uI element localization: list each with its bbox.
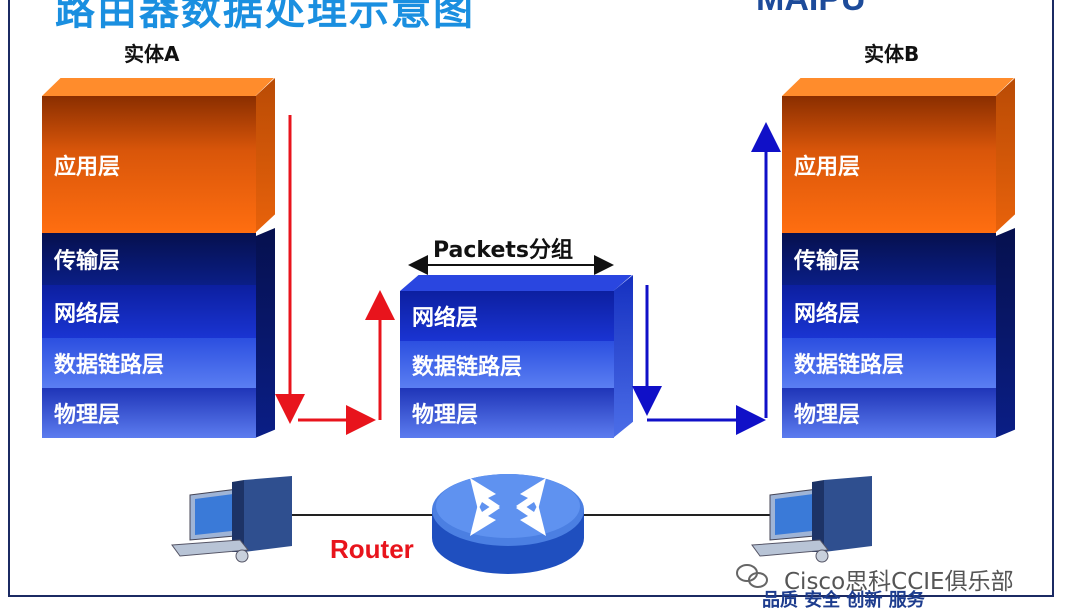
slide-title: 路由器数据处理示意图 <box>55 0 475 34</box>
entity-a-application-layer: 应用层 <box>42 96 256 233</box>
entity-b-datalink-layer: 数据链路层 <box>782 338 996 388</box>
slide-frame <box>8 0 1054 597</box>
entity-b-label: 实体B <box>864 42 920 66</box>
entity-a-transport-layer: 传输层 <box>42 233 256 285</box>
entity-a-datalink-layer: 数据链路层 <box>42 338 256 388</box>
entity-b-application-layer: 应用层 <box>782 96 996 233</box>
brand-logo: MAIPU <box>756 0 866 19</box>
router-datalink-layer: 数据链路层 <box>400 341 614 388</box>
router-label: Router <box>330 534 414 564</box>
packets-label: Packets分组 <box>433 238 573 263</box>
router-network-layer: 网络层 <box>400 291 614 341</box>
entity-a-label: 实体A <box>124 42 180 66</box>
entity-a-physical-layer: 物理层 <box>42 388 256 438</box>
entity-b-physical-layer: 物理层 <box>782 388 996 438</box>
watermark-text: Cisco思科CCIE俱乐部 <box>784 569 1014 595</box>
router-physical-layer: 物理层 <box>400 388 614 438</box>
entity-a-network-layer: 网络层 <box>42 285 256 338</box>
entity-b-transport-layer: 传输层 <box>782 233 996 285</box>
entity-b-network-layer: 网络层 <box>782 285 996 338</box>
brand-slogan: 品质 安全 创新 服务 <box>762 590 925 611</box>
